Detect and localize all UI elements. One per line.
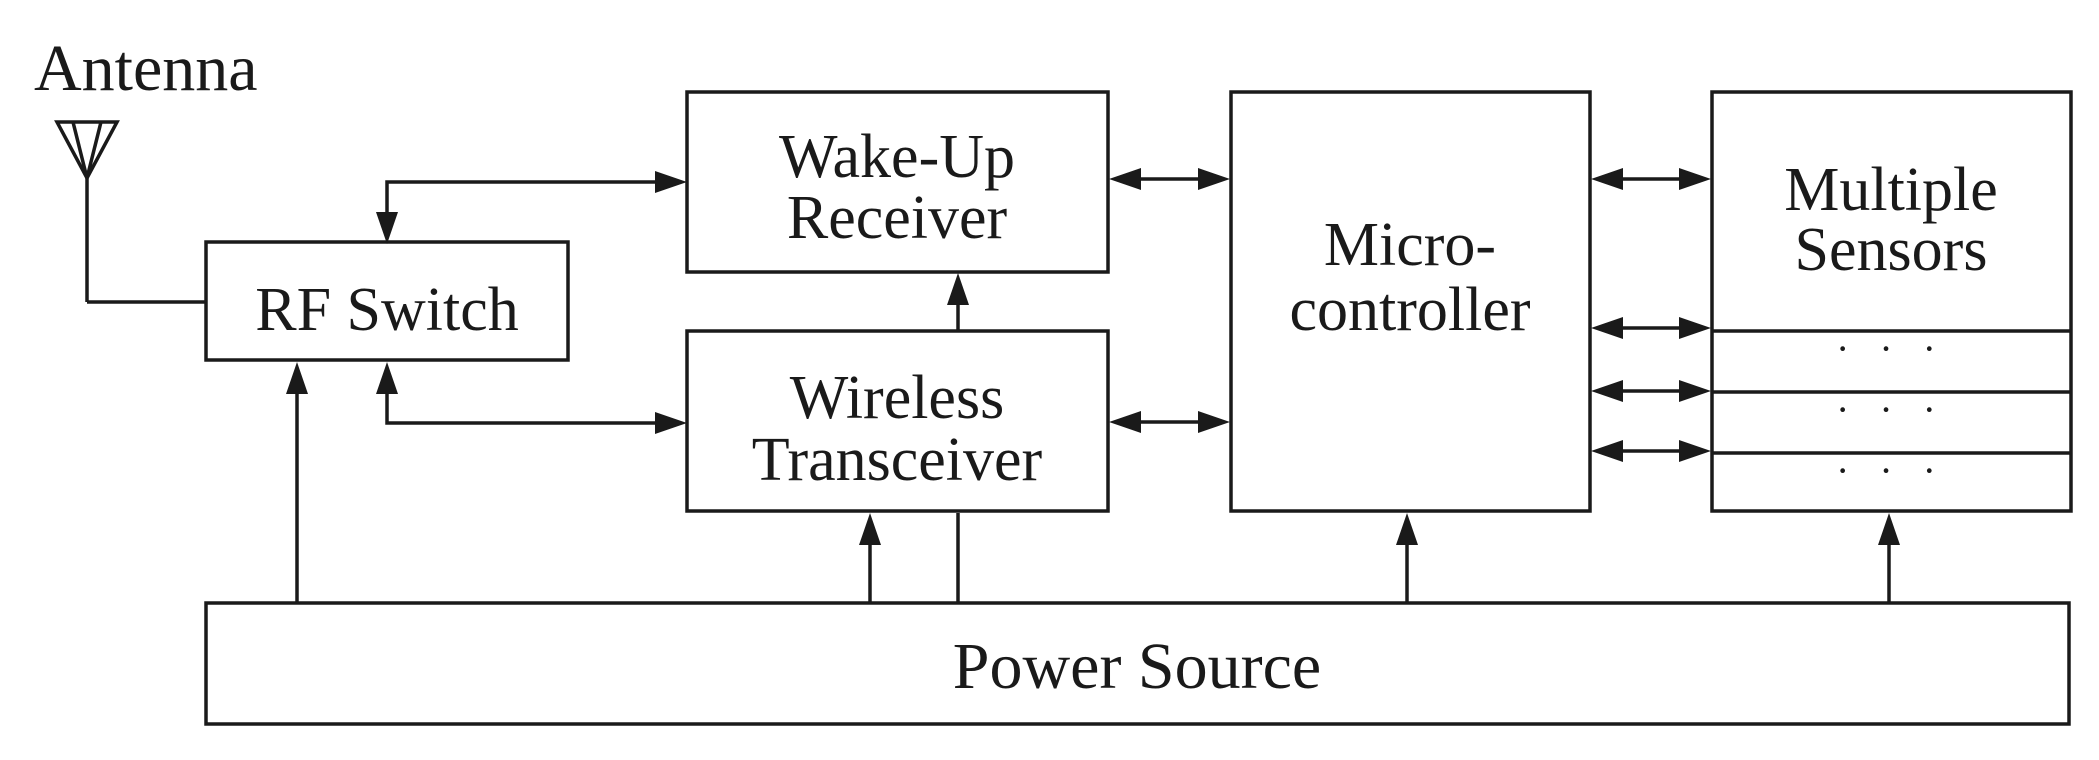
edge-power-source-wireless-transceiver xyxy=(859,513,881,603)
power-source-box xyxy=(204,601,2071,726)
sensor-slot-ellipsis: · · · xyxy=(1836,448,1946,493)
edge-wake-up-receiver-microcontroller xyxy=(1109,168,1230,190)
edge-power-source-multiple-sensors xyxy=(1878,513,1900,603)
microcontroller-label-line1: Micro- xyxy=(1324,211,1496,279)
power-source-label: Power Source xyxy=(953,630,1321,703)
edge-power-source-microcontroller xyxy=(1396,513,1418,603)
wireless-transceiver-box xyxy=(685,329,1110,513)
multiple-sensors-label-line2: Sensors xyxy=(1795,216,1988,284)
rf-switch-box xyxy=(204,240,570,362)
wireless-transceiver-label-line2: Transceiver xyxy=(752,426,1043,494)
sensor-slot-ellipsis: · · · xyxy=(1836,326,1946,371)
antenna-label: Antenna xyxy=(34,32,258,105)
microcontroller-box xyxy=(1229,90,1592,513)
wake-up-receiver-label-line2: Receiver xyxy=(787,184,1008,252)
edge-power-source-rf-switch xyxy=(286,362,308,603)
microcontroller-label-line2: controller xyxy=(1289,276,1530,344)
wake-up-receiver-label-line1: Wake-Up xyxy=(779,123,1015,191)
edge-rf-switch-wake-up-receiver xyxy=(376,171,687,244)
wireless-transceiver-label-line1: Wireless xyxy=(790,364,1004,432)
edge-wireless-transceiver-wake-up-receiver xyxy=(947,273,969,331)
sensor-slot-ellipsis: · · · xyxy=(1836,387,1946,432)
edge-wireless-transceiver-microcontroller xyxy=(1109,411,1230,433)
edge-microcontroller-multiple-sensors xyxy=(1591,168,1711,462)
multiple-sensors-box xyxy=(1710,90,2073,513)
rf-switch-label: RF Switch xyxy=(255,276,519,344)
wake-up-receiver-box xyxy=(685,90,1110,274)
multiple-sensors-label-line1: Multiple xyxy=(1784,156,1998,224)
edge-rf-switch-wireless-transceiver xyxy=(376,362,687,434)
antenna-icon xyxy=(54,120,206,304)
